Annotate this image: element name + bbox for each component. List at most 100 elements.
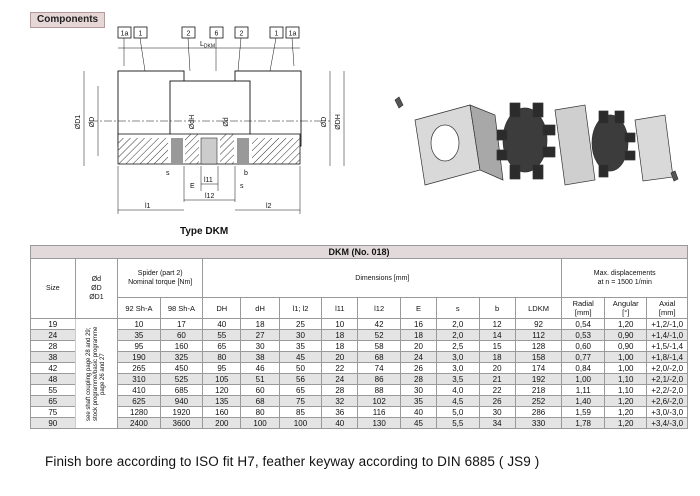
table-cell: 218 <box>514 384 563 396</box>
table-cell: 158 <box>514 351 563 363</box>
header-b: b <box>478 297 516 319</box>
part-number-6: 6 <box>215 31 219 38</box>
part-number-1-left: 1 <box>139 31 143 38</box>
table-cell: 40 <box>399 406 438 418</box>
finish-bore-caption: Finish bore according to ISO fit H7, fea… <box>45 454 540 469</box>
table-cell: 55 <box>202 329 242 341</box>
table-cell: 88 <box>357 384 401 396</box>
cell-size: 65 <box>30 395 76 407</box>
header-angular: Angular [°] <box>603 297 648 319</box>
table-cell: 38 <box>240 351 280 363</box>
table-cell: 51 <box>240 373 280 385</box>
section-hatching <box>117 133 301 165</box>
table-cell: 17 <box>159 318 204 330</box>
table-cell: 325 <box>159 351 204 363</box>
l12-label: l12 <box>205 193 214 200</box>
header-s: s <box>436 297 480 319</box>
table-cell: 1,20 <box>603 318 648 330</box>
table-cell: 40 <box>321 417 359 429</box>
table-cell: 35 <box>278 340 323 352</box>
table-cell: 34 <box>478 417 516 429</box>
l1-label: l1 <box>145 203 151 210</box>
table-cell: 135 <box>202 395 242 407</box>
table-cell: 1,10 <box>603 384 648 396</box>
table-cell: 50 <box>278 362 323 374</box>
b-label: b <box>244 170 248 177</box>
table-cell: 192 <box>514 373 563 385</box>
table-cell: 20 <box>399 340 438 352</box>
table-cell: 4,0 <box>436 384 480 396</box>
part-number-1a-right: 1a <box>289 31 297 38</box>
table-title: DKM (No. 018) <box>30 245 688 259</box>
table-cell: 35 <box>117 329 161 341</box>
header-axial: Axial [mm] <box>646 297 688 319</box>
table-cell: 18 <box>240 318 280 330</box>
table-cell: 1,40 <box>561 395 605 407</box>
table-cell: 160 <box>202 406 242 418</box>
table-cell: 80 <box>202 351 242 363</box>
table-cell: 30 <box>399 384 438 396</box>
table-cell: 46 <box>240 362 280 374</box>
table-cell: +1,4/-1,0 <box>646 329 688 341</box>
table-cell: 45 <box>399 417 438 429</box>
table-cell: 1,78 <box>561 417 605 429</box>
table-cell: 450 <box>159 362 204 374</box>
spider-icon <box>496 102 556 180</box>
table-cell: +2,6/-2,0 <box>646 395 688 407</box>
set-screw-icon <box>394 96 404 109</box>
table-cell: 18 <box>321 340 359 352</box>
table-cell: +1,5/-1,4 <box>646 340 688 352</box>
table-cell: 174 <box>514 362 563 374</box>
table-cell: +1,8/-1,4 <box>646 351 688 363</box>
d2-label: ØD <box>321 117 328 128</box>
table-cell: 3,5 <box>436 373 480 385</box>
table-cell: 265 <box>117 362 161 374</box>
table-cell: 65 <box>278 384 323 396</box>
table-cell: 3,0 <box>436 351 480 363</box>
table-cell: 525 <box>159 373 204 385</box>
svg-text:LDKM: LDKM <box>200 41 215 50</box>
table-cell: 5,0 <box>436 406 480 418</box>
cell-size: 75 <box>30 406 76 418</box>
table-cell: 68 <box>357 351 401 363</box>
header-size: Size <box>30 258 76 319</box>
dimensions-table: DKM (No. 018) Size Ød ØD ØD1 Spider (par… <box>30 245 688 429</box>
table-cell: 0,54 <box>561 318 605 330</box>
table-cell: 12 <box>478 318 516 330</box>
table-cell: 100 <box>240 417 280 429</box>
table-cell: 310 <box>117 373 161 385</box>
table-cell: 27 <box>240 329 280 341</box>
table-cell: 2,0 <box>436 318 480 330</box>
table-cell: 1,20 <box>603 417 648 429</box>
table-cell: 2,5 <box>436 340 480 352</box>
drawing-caption: Type DKM <box>180 226 229 237</box>
table-cell: 105 <box>202 373 242 385</box>
table-cell: 1,11 <box>561 384 605 396</box>
table-cell: 100 <box>278 417 323 429</box>
table-cell: 60 <box>159 329 204 341</box>
table-cell: 45 <box>278 351 323 363</box>
table-cell: 130 <box>357 417 401 429</box>
table-cell: 1280 <box>117 406 161 418</box>
table-cell: 3,0 <box>436 362 480 374</box>
table-cell: 330 <box>514 417 563 429</box>
table-cell: 2,0 <box>436 329 480 341</box>
table-cell: 3600 <box>159 417 204 429</box>
bore-side-note: see shaft coupling page 28 and 29; stock… <box>75 318 118 429</box>
table-cell: 36 <box>321 406 359 418</box>
table-cell: 0,90 <box>603 329 648 341</box>
cell-size: 55 <box>30 384 76 396</box>
s-label: s <box>166 170 170 177</box>
table-cell: 42 <box>357 318 401 330</box>
table-cell: +2,2/-2,0 <box>646 384 688 396</box>
table-cell: 56 <box>278 373 323 385</box>
cell-size: 38 <box>30 351 76 363</box>
header-bore: Ød ØD ØD1 <box>74 258 119 319</box>
table-cell: 128 <box>514 340 563 352</box>
header-E: E <box>399 297 438 319</box>
table-cell: 14 <box>478 329 516 341</box>
